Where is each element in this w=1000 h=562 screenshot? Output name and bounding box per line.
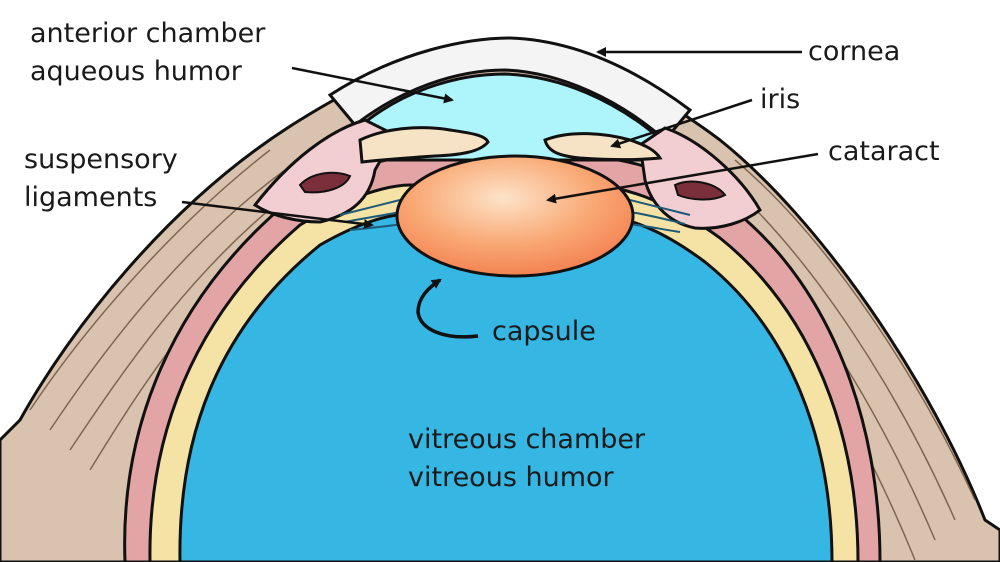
label-cornea: cornea — [808, 36, 900, 67]
ciliary-muscle-left — [298, 171, 352, 194]
cornea-shape — [327, 36, 693, 143]
label-iris: iris — [760, 84, 800, 115]
label-anterior-chamber: anterior chamber — [30, 18, 266, 49]
label-cataract: cataract — [828, 136, 940, 167]
lens — [395, 154, 635, 278]
pointer-capsule — [416, 278, 479, 339]
pointer-lines — [181, 47, 819, 339]
ciliary-muscle-right — [673, 180, 727, 201]
iris-right — [543, 132, 663, 161]
label-capsule: capsule — [492, 316, 596, 347]
iris-left — [358, 126, 490, 164]
pointer-ligaments — [181, 200, 374, 230]
label-ligaments: ligaments — [24, 182, 157, 213]
label-aqueous-humor: aqueous humor — [30, 56, 243, 87]
label-vitreous-humor: vitreous humor — [408, 462, 615, 493]
label-vitreous-chamber: vitreous chamber — [408, 424, 646, 455]
pointer-cataract — [546, 152, 819, 204]
pointer-anterior-chamber — [291, 66, 454, 104]
pointer-iris — [610, 98, 753, 149]
label-suspensory: suspensory — [24, 144, 178, 175]
